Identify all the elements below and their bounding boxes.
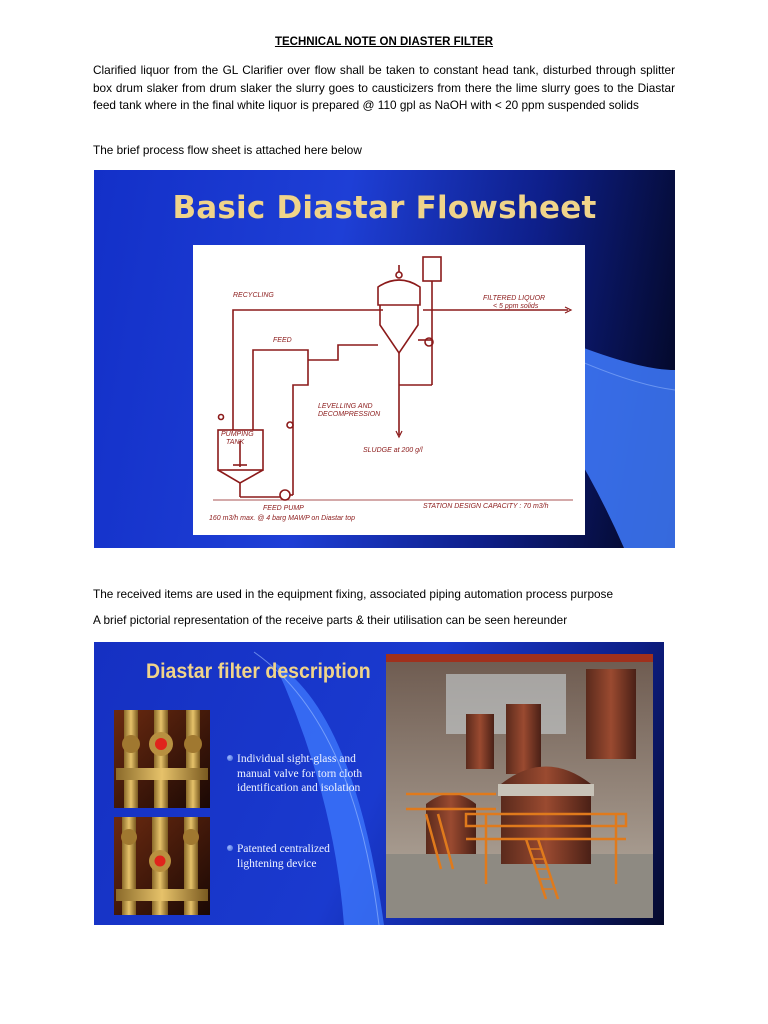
label-sludge: SLUDGE at 200 g/l	[363, 447, 423, 454]
paragraph-intro: Clarified liquor from the GL Clarifier o…	[93, 63, 675, 112]
description-slide: Diastar filter description	[94, 642, 664, 925]
label-pumping: PUMPING	[221, 431, 254, 438]
label-feed: FEED	[273, 337, 292, 344]
flowsheet-slide: Basic Diastar Flowsheet	[94, 170, 675, 548]
diastar-vessel	[377, 279, 421, 306]
feed-pump	[279, 489, 291, 501]
paragraph-received-items: The received items are used in the equip…	[93, 587, 614, 601]
label-recycling: RECYCLING	[233, 292, 274, 299]
slide2-background-swoosh	[253, 651, 384, 925]
bullet-dot-icon	[227, 845, 233, 851]
label-filtered-liquor: FILTERED LIQUOR	[483, 295, 545, 302]
flowsheet-diagram: RECYCLING FEED FILTERED LIQUOR < 5 ppm s…	[193, 245, 585, 535]
plant-photo	[386, 654, 653, 918]
label-feed-pump-spec: 160 m3/h max. @ 4 barg MAWP on Diastar t…	[209, 515, 355, 522]
label-tank: TANK	[226, 439, 244, 446]
paragraph-flowsheet-ref: The brief process flow sheet is attached…	[93, 143, 362, 157]
document-title: TECHNICAL NOTE ON DIASTER FILTER	[274, 36, 494, 48]
bullet-sight-glass: Individual sight-glass and manual valve …	[227, 752, 372, 796]
bullet-lightening: Patented centralized lightening device	[227, 842, 372, 871]
feed-line	[252, 349, 309, 495]
flowsheet-svg: RECYCLING FEED FILTERED LIQUOR < 5 ppm s…	[209, 256, 573, 522]
label-filtered-spec: < 5 ppm solids	[493, 303, 539, 310]
label-levelling: LEVELLING AND	[318, 403, 373, 410]
bullet-lightening-text: Patented centralized lightening device	[237, 843, 330, 870]
paragraph-pictorial: A brief pictorial representation of the …	[93, 613, 568, 627]
bullet-sight-glass-text: Individual sight-glass and manual valve …	[237, 753, 363, 794]
slide1-title: Basic Diastar Flowsheet	[172, 190, 597, 226]
bullet-dot-icon	[227, 755, 233, 761]
label-feed-pump: FEED PUMP	[263, 505, 304, 512]
sight-glass-photo-1	[114, 710, 210, 808]
pumping-tank	[217, 429, 264, 471]
label-decompression: DECOMPRESSION	[318, 411, 381, 418]
sight-glass-photo-2	[114, 817, 210, 915]
slide2-title: Diastar filter description	[146, 660, 371, 683]
label-capacity: STATION DESIGN CAPACITY : 70 m3/h	[423, 503, 549, 510]
recycling-line	[232, 309, 383, 430]
